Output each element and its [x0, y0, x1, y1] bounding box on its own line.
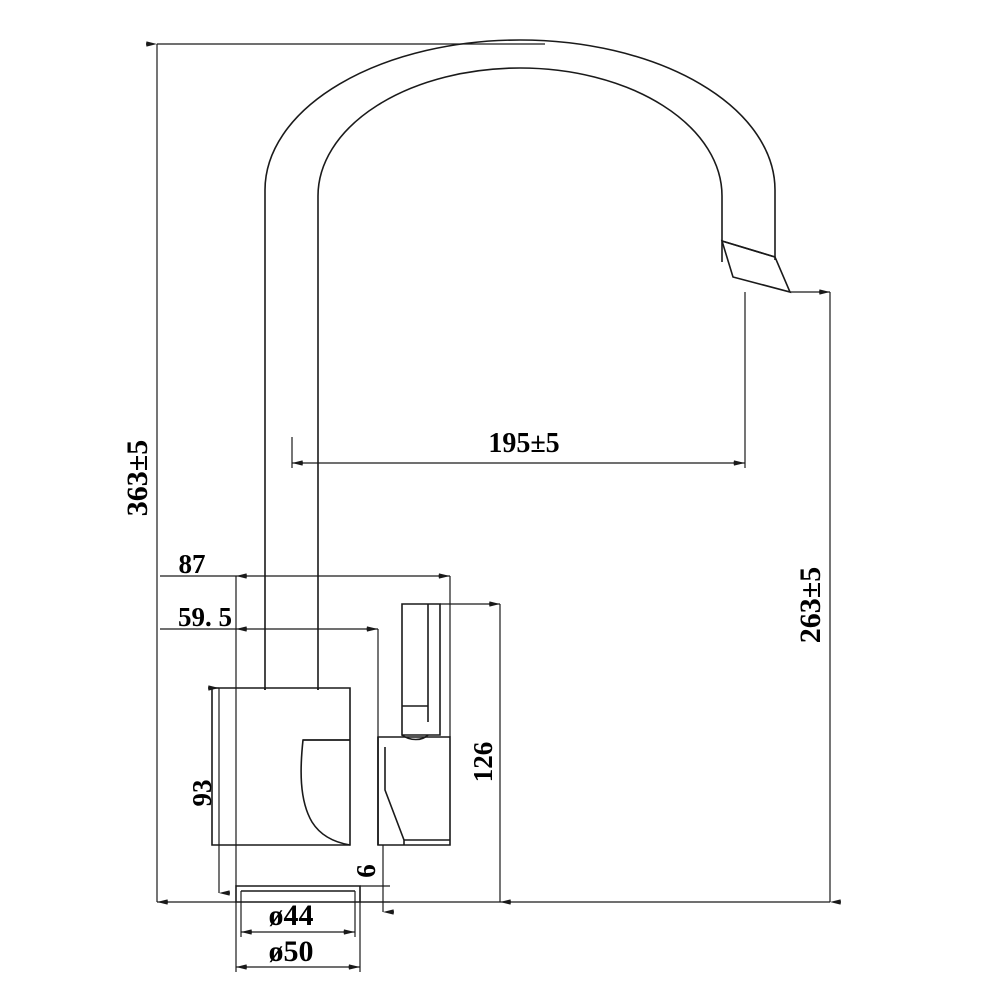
dim-label-base-inner-diameter: ø44 [269, 899, 314, 932]
dimension-labels: 363±5 195±5 263±5 87 59. 5 126 93 6 ø44 … [121, 428, 827, 968]
body-cam-profile [300, 739, 351, 846]
gooseneck-outer-arc [264, 39, 776, 690]
faucet-body-block [211, 687, 351, 846]
dim-label-body-height: 93 [187, 780, 217, 807]
dim-label-handle-height: 126 [468, 742, 498, 783]
dim-label-base-thickness: 6 [351, 864, 381, 878]
dim-label-body-to-riser-front: 59. 5 [178, 602, 232, 632]
handle-lever-upper [401, 603, 441, 736]
dim-label-spout-height: 263±5 [794, 567, 827, 643]
handle-base-slope [384, 747, 405, 845]
dim-label-overall-height: 363±5 [121, 440, 154, 516]
dim-label-spout-reach: 195±5 [488, 428, 559, 459]
faucet-body-outline [211, 39, 792, 903]
dim-label-base-outer-diameter: ø50 [269, 935, 314, 968]
dim-label-body-to-spout-center: 87 [179, 549, 206, 579]
gooseneck-inner-arc [317, 67, 723, 690]
handle-base-block [377, 736, 451, 846]
aerator-seam-line [721, 240, 776, 258]
spout-aerator [720, 239, 792, 294]
dimension-lines [146, 41, 841, 972]
